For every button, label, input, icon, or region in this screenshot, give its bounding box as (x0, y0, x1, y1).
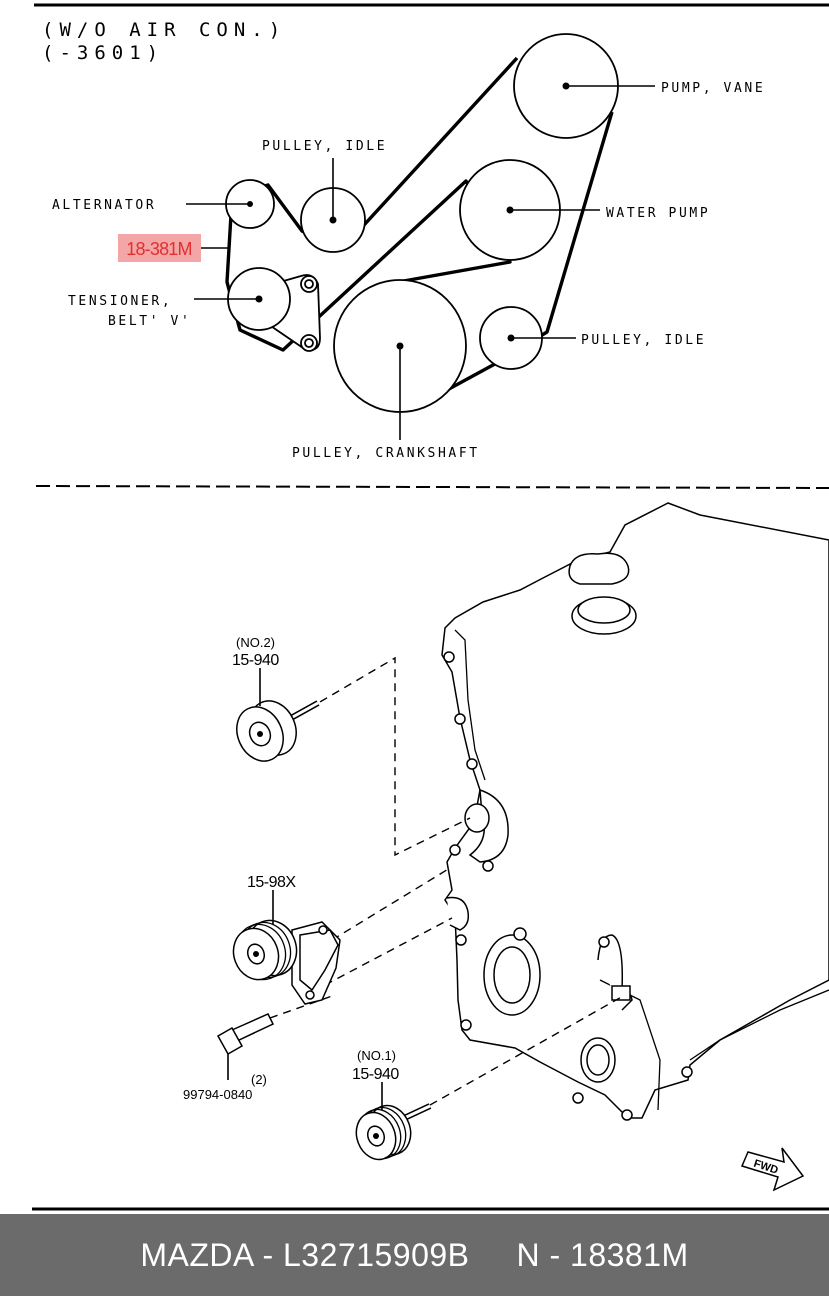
lower-port-inner (586, 1044, 610, 1076)
cover-boss-10 (681, 1066, 693, 1078)
oil-filler-neck (568, 552, 630, 585)
idler-no2-qualifier: (NO.2) (236, 635, 275, 650)
cover-boss-5 (482, 860, 494, 872)
tensioner-assembly-part[interactable] (226, 913, 341, 1005)
idler-mount-hole (464, 803, 490, 833)
highlight-part-number[interactable]: 18-381M (126, 239, 192, 259)
tensioner-mount-hole-1 (318, 925, 328, 935)
label-pulley-crankshaft: PULLEY, CRANKSHAFT (292, 446, 480, 461)
dash-tensioner-lower (324, 917, 453, 986)
mount-tab (611, 985, 631, 1001)
seal-boss (513, 927, 527, 941)
label-tensioner-line-2: BELT' V' (108, 314, 191, 329)
dash-idler-no2 (295, 656, 471, 857)
cover-boss-9 (621, 1109, 633, 1121)
idler-mount-boss (468, 788, 509, 863)
idler-no1-center (373, 1133, 379, 1139)
idler-no1-part-number[interactable]: 15-940 (352, 1066, 400, 1083)
label-pump-vane: PUMP, VANE (661, 81, 765, 96)
dash-bolt (269, 994, 336, 1019)
belt-routing-diagram: (W/O AIR CON.) (-3601) (42, 19, 765, 461)
label-pulley-idle-top: PULLEY, IDLE (262, 139, 387, 154)
fwd-arrow-shape (740, 1147, 805, 1192)
tensioner-arm (299, 929, 339, 992)
idler-no2-center (257, 731, 263, 737)
cover-inner-edge (454, 629, 486, 781)
idler-no1-qualifier: (NO.1) (357, 1048, 396, 1063)
label-pulley-idle-right: PULLEY, IDLE (581, 333, 706, 348)
label-water-pump: WATER PUMP (606, 206, 710, 221)
idler-pulley-no1-part[interactable] (350, 1100, 432, 1165)
section-divider (35, 485, 829, 489)
oil-filler-cap-inner (577, 596, 631, 624)
highlight-box (118, 234, 201, 262)
tensioner-part-number[interactable]: 15-98X (247, 874, 297, 891)
bolt-head (216, 1026, 244, 1056)
label-tensioner-line-1: TENSIONER, (68, 294, 172, 309)
bolt-shank (231, 1013, 275, 1043)
idler-no2-part-number[interactable]: 15-940 (232, 652, 280, 669)
cover-boss-3 (466, 758, 478, 770)
idler-pulley-no2-part[interactable] (228, 693, 320, 768)
tensioner-pulley-center (253, 951, 259, 957)
cover-boss-6 (455, 934, 467, 946)
footer-bar: MAZDA - L32715909B N - 18381M (0, 1214, 829, 1296)
header-line-2: (-3601) (42, 42, 164, 64)
header-line-1: (W/O AIR CON.) (42, 19, 286, 41)
cover-boss-2 (454, 713, 466, 725)
bolt-part-number[interactable]: 99794-0840 (183, 1087, 252, 1102)
dash-idler-no1 (429, 994, 626, 1106)
bolt-quantity: (2) (251, 1072, 267, 1087)
drive-belt (225, 56, 614, 412)
footer-part-info: MAZDA - L32715909B N - 18381M (140, 1237, 689, 1273)
lower-boss-hole (598, 936, 610, 948)
exploded-view: (NO.2) 15-940 15-98X (2) 99794-0840 (183, 502, 829, 1192)
tensioner-bolt-lower-inner (304, 338, 314, 348)
cover-block-edge (689, 989, 829, 1061)
cover-boss-4 (449, 844, 461, 856)
label-alternator: ALTERNATOR (52, 198, 156, 213)
bolt-part[interactable] (216, 1013, 275, 1056)
dash-tensioner-upper (331, 867, 451, 941)
cover-boss-8 (572, 1092, 584, 1104)
fwd-arrow: FWD (740, 1147, 805, 1192)
oil-seal-inner (493, 946, 531, 1004)
tensioner-mount-boss (446, 896, 470, 931)
cover-boss-1 (443, 651, 455, 663)
tensioner-mount-hole-2 (305, 990, 315, 1000)
cover-boss-7 (460, 1019, 472, 1031)
tensioner-bolt-upper-inner (304, 279, 314, 289)
